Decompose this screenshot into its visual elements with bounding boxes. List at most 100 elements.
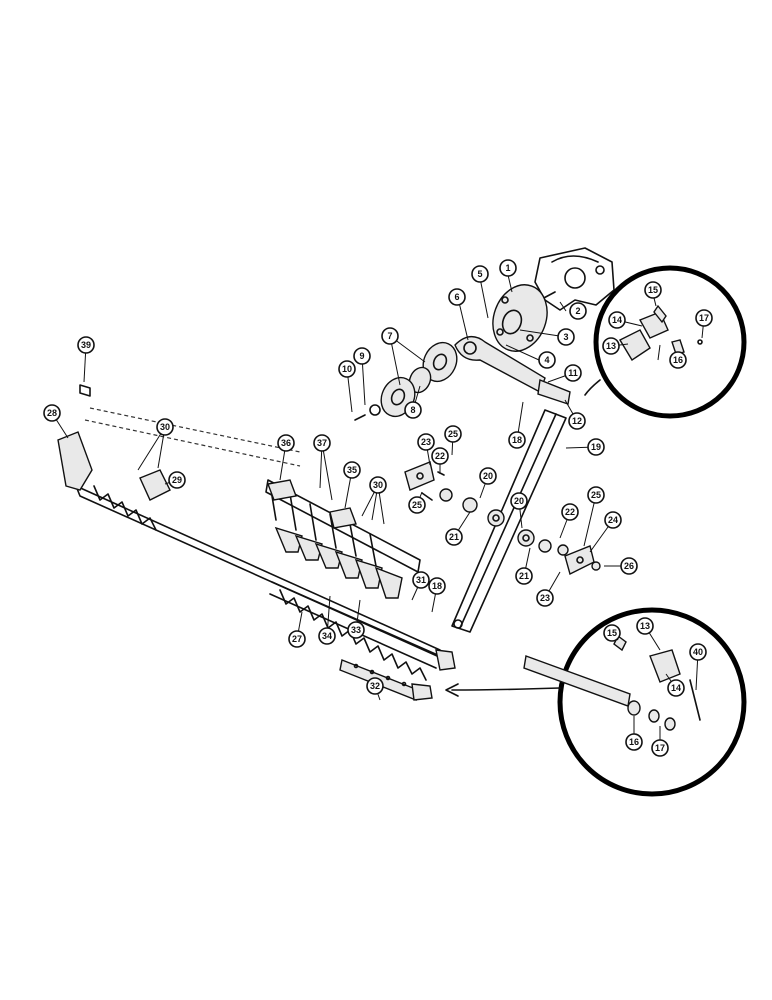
callout-9: 9	[353, 347, 371, 365]
callout-18-upper: 18	[508, 431, 526, 449]
svg-text:14: 14	[612, 315, 622, 325]
callout-14-inset-bottom: 14	[667, 679, 685, 697]
svg-text:21: 21	[449, 532, 459, 542]
callout-7: 7	[381, 327, 399, 345]
svg-text:33: 33	[351, 625, 361, 635]
svg-text:23: 23	[421, 437, 431, 447]
svg-text:9: 9	[359, 351, 364, 361]
svg-text:32: 32	[370, 681, 380, 691]
hub-flange	[354, 341, 458, 421]
callout-14-inset-top: 14	[608, 311, 626, 329]
svg-text:16: 16	[629, 737, 639, 747]
callout-24: 24	[604, 511, 622, 529]
detail-inset-top	[584, 265, 747, 419]
svg-text:26: 26	[624, 561, 634, 571]
svg-text:10: 10	[342, 364, 352, 374]
svg-text:29: 29	[172, 475, 182, 485]
callout-19: 19	[587, 438, 605, 456]
svg-text:14: 14	[671, 683, 681, 693]
cutter-bar	[75, 407, 456, 681]
svg-text:13: 13	[640, 621, 650, 631]
pitman-arm	[454, 336, 571, 405]
callout-32: 32	[366, 677, 384, 695]
callout-17-inset-bottom: 17	[651, 739, 669, 757]
callout-18-lower: 18	[428, 577, 446, 595]
svg-text:30: 30	[160, 422, 170, 432]
callout-22-right: 22	[561, 503, 579, 521]
callout-15-inset-top: 15	[644, 281, 662, 299]
svg-text:19: 19	[591, 442, 601, 452]
svg-text:12: 12	[572, 416, 582, 426]
svg-text:7: 7	[387, 331, 392, 341]
callout-8: 8	[404, 401, 422, 419]
divider-shoe	[57, 384, 171, 501]
svg-text:3: 3	[563, 332, 568, 342]
callout-31: 31	[412, 571, 430, 589]
svg-text:18: 18	[512, 435, 522, 445]
svg-text:25: 25	[412, 500, 422, 510]
callout-5: 5	[471, 265, 489, 283]
svg-text:31: 31	[416, 575, 426, 585]
svg-text:36: 36	[281, 438, 291, 448]
drive-housing	[534, 247, 615, 311]
svg-text:37: 37	[317, 438, 327, 448]
ledger-plate	[339, 659, 433, 701]
callout-13-inset-top: 13	[602, 337, 620, 355]
svg-text:35: 35	[347, 465, 357, 475]
svg-text:2: 2	[575, 306, 580, 316]
callout-25-mid: 25	[408, 496, 426, 514]
svg-text:4: 4	[544, 355, 549, 365]
callout-35: 35	[343, 461, 361, 479]
svg-text:5: 5	[477, 269, 482, 279]
sickle-sections	[265, 479, 421, 599]
svg-text:24: 24	[608, 515, 618, 525]
callout-17-inset-top: 17	[695, 309, 713, 327]
svg-text:11: 11	[568, 368, 578, 378]
svg-text:39: 39	[81, 340, 91, 350]
callout-37: 37	[313, 434, 331, 452]
svg-text:23: 23	[540, 593, 550, 603]
callout-1: 1	[499, 259, 517, 277]
svg-text:8: 8	[410, 405, 415, 415]
callout-25-right: 25	[587, 486, 605, 504]
callout-16-inset-bottom: 16	[625, 733, 643, 751]
callout-11: 11	[564, 364, 582, 382]
callout-26: 26	[620, 557, 638, 575]
callout-3: 3	[557, 328, 575, 346]
callout-6: 6	[448, 288, 466, 306]
callout-25-top: 25	[444, 425, 462, 443]
svg-text:28: 28	[47, 408, 57, 418]
callout-29: 29	[168, 471, 186, 489]
bearing-assembly-left	[404, 461, 505, 527]
callout-30-left: 30	[156, 418, 174, 436]
callout-2: 2	[569, 302, 587, 320]
callout-16-inset-top: 16	[669, 351, 687, 369]
bearing-assembly-right	[517, 529, 601, 576]
svg-text:15: 15	[648, 285, 658, 295]
svg-text:27: 27	[292, 634, 302, 644]
callout-12: 12	[568, 412, 586, 430]
svg-text:22: 22	[565, 507, 575, 517]
svg-text:20: 20	[514, 496, 524, 506]
callout-22-left: 22	[431, 447, 449, 465]
svg-text:18: 18	[432, 581, 442, 591]
callout-20-left: 20	[479, 467, 497, 485]
svg-text:15: 15	[607, 628, 617, 638]
callout-23-right: 23	[536, 589, 554, 607]
callout-33: 33	[347, 621, 365, 639]
callout-27: 27	[288, 630, 306, 648]
detail-inset-bottom	[445, 607, 747, 797]
callout-21-left: 21	[445, 528, 463, 546]
callout-21-right: 21	[515, 567, 533, 585]
svg-text:17: 17	[699, 313, 709, 323]
svg-text:6: 6	[454, 292, 459, 302]
svg-text:25: 25	[448, 429, 458, 439]
svg-text:25: 25	[591, 490, 601, 500]
callout-39: 39	[77, 336, 95, 354]
svg-text:13: 13	[606, 341, 616, 351]
svg-text:1: 1	[505, 263, 510, 273]
callout-36: 36	[277, 434, 295, 452]
svg-text:21: 21	[519, 571, 529, 581]
callout-23-left: 23	[417, 433, 435, 451]
